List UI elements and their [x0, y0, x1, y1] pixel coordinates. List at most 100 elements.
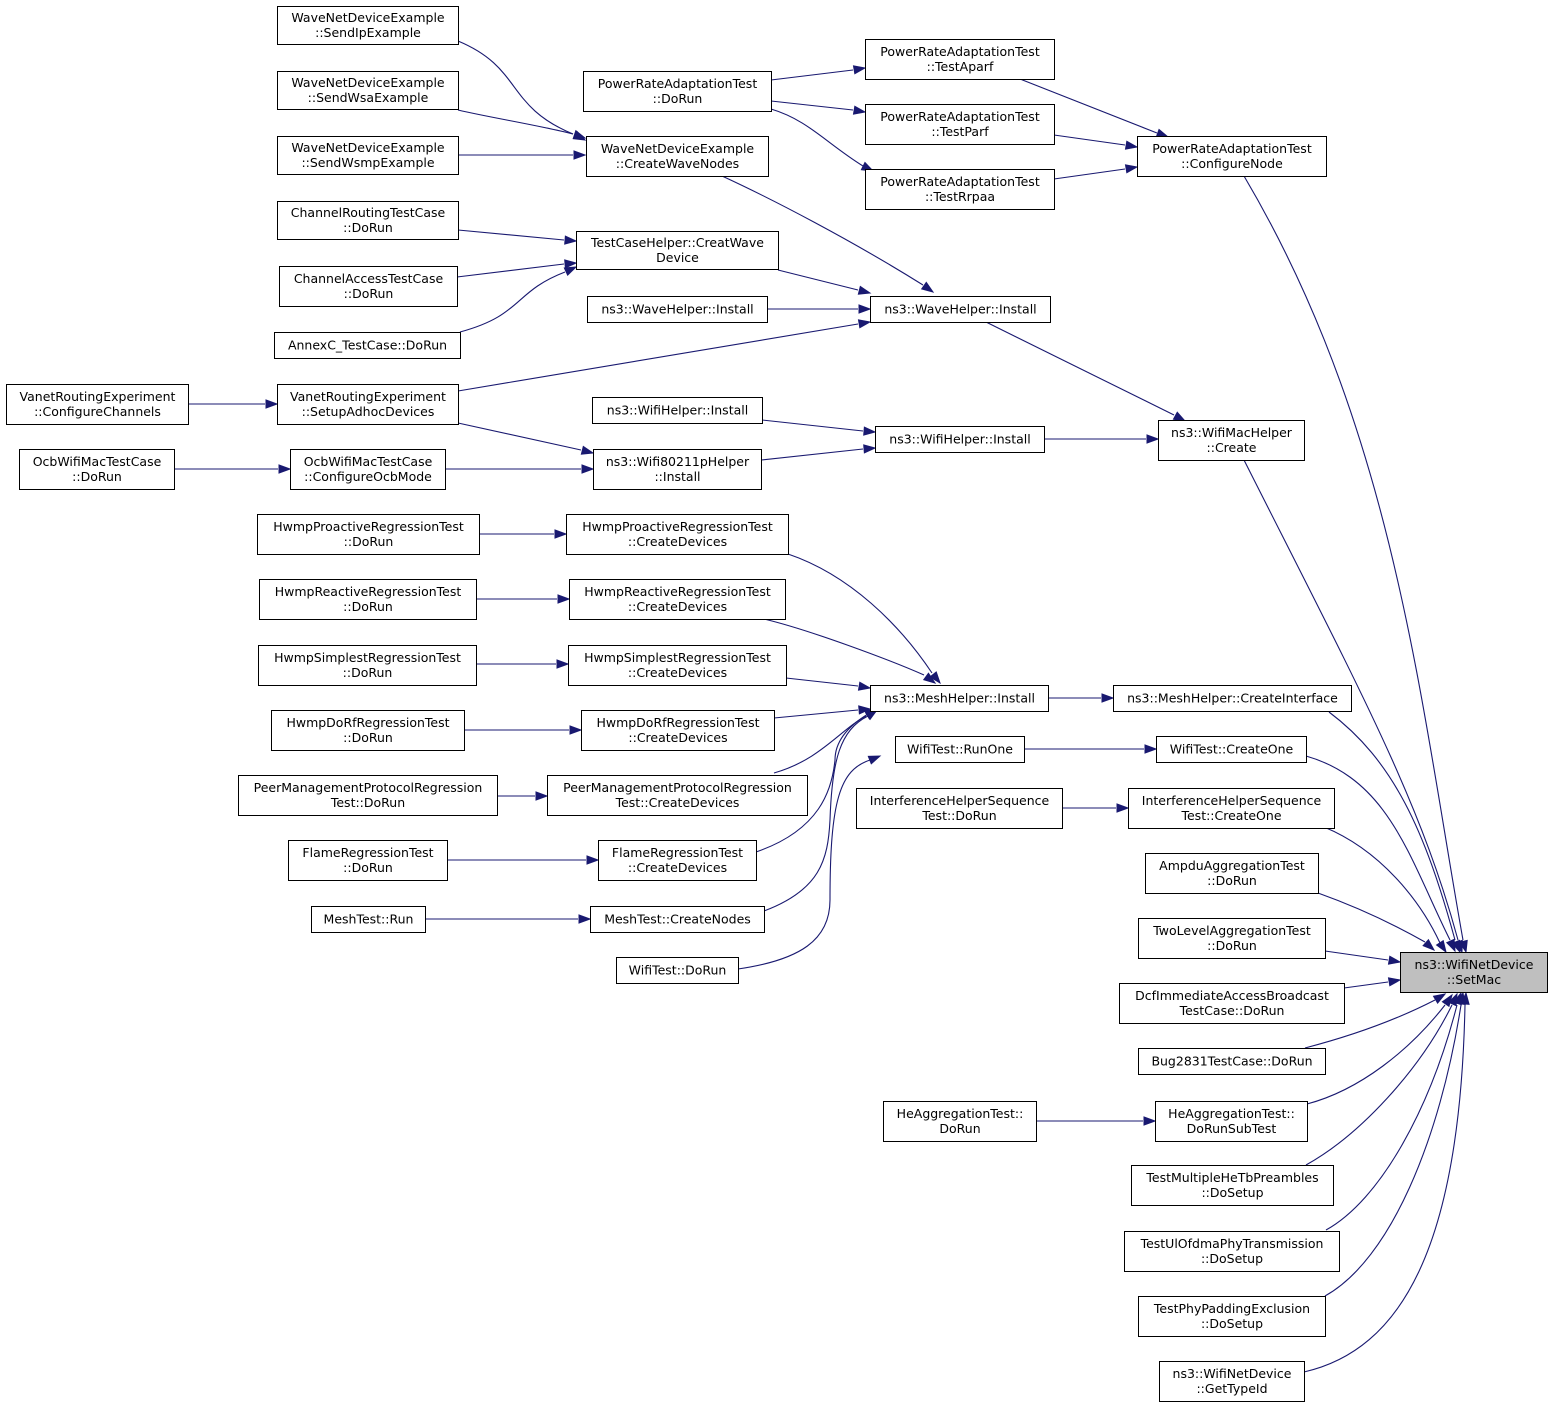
call-edge: [777, 269, 872, 295]
edge-line: [1328, 711, 1456, 941]
function-node[interactable]: PeerManagementProtocolRegressionTest::Do…: [238, 775, 498, 816]
function-node[interactable]: ChannelAccessTestCase::DoRun: [279, 266, 458, 307]
function-node[interactable]: TestUlOfdmaPhyTransmission::DoSetup: [1124, 1231, 1340, 1272]
function-node[interactable]: ns3::WaveHelper::Install: [870, 296, 1051, 323]
function-node[interactable]: HwmpSimplestRegressionTest::DoRun: [258, 645, 477, 686]
node-label: DoRunSubTest: [1187, 1121, 1277, 1136]
edge-line: [457, 323, 859, 392]
function-node[interactable]: ns3::MeshHelper::Install: [870, 685, 1049, 712]
node-label: ::DoSetup: [1201, 1185, 1263, 1200]
focus-function-node[interactable]: ns3::WifiNetDevice::SetMac: [1400, 952, 1548, 993]
function-node[interactable]: ns3::WifiHelper::Install: [592, 397, 763, 424]
call-edge: [770, 65, 867, 81]
function-node[interactable]: HwmpProactiveRegressionTest::CreateDevic…: [566, 514, 789, 555]
node-label: AnnexC_TestCase::DoRun: [288, 338, 447, 353]
call-edge: [476, 594, 571, 604]
function-node[interactable]: HwmpDoRfRegressionTest::CreateDevices: [581, 710, 775, 751]
function-node[interactable]: ns3::WaveHelper::Install: [587, 296, 768, 323]
function-node[interactable]: VanetRoutingExperiment::SetupAdhocDevice…: [277, 384, 459, 425]
node-box: [616, 957, 739, 984]
node-label: ns3::WifiNetDevice: [1415, 957, 1534, 972]
node-label: MeshTest::CreateNodes: [604, 912, 751, 927]
node-label: ::Install: [654, 469, 700, 484]
function-node[interactable]: HwmpReactiveRegressionTest::DoRun: [259, 579, 477, 620]
call-edges: [174, 40, 1470, 1373]
function-node[interactable]: FlameRegressionTest::DoRun: [288, 840, 448, 881]
function-node[interactable]: OcbWifiMacTestCase::DoRun: [19, 449, 175, 490]
function-node[interactable]: WifiTest::CreateOne: [1156, 736, 1307, 763]
function-node[interactable]: AmpduAggregationTest::DoRun: [1145, 853, 1319, 894]
function-node[interactable]: ChannelRoutingTestCase::DoRun: [277, 201, 459, 240]
function-node[interactable]: InterferenceHelperSequenceTest::CreateOn…: [1128, 788, 1335, 829]
call-edge: [1304, 993, 1447, 1049]
function-node[interactable]: ns3::WifiHelper::Install: [875, 426, 1045, 453]
function-node[interactable]: WaveNetDeviceExample::SendWsaExample: [277, 71, 459, 110]
function-node[interactable]: HwmpDoRfRegressionTest::DoRun: [271, 710, 465, 751]
function-node[interactable]: PeerManagementProtocolRegressionTest::Cr…: [547, 775, 808, 816]
call-edge: [767, 304, 872, 314]
function-node[interactable]: FlameRegressionTest::CreateDevices: [598, 840, 757, 881]
call-edge: [761, 419, 877, 436]
node-label: ::TestParf: [931, 124, 989, 139]
call-edge: [760, 444, 877, 461]
node-label: Test::DoRun: [330, 795, 405, 810]
function-node[interactable]: HeAggregationTest::DoRun: [883, 1101, 1037, 1142]
function-node[interactable]: TestPhyPaddingExclusion::DoSetup: [1138, 1296, 1326, 1337]
call-edge: [1048, 693, 1115, 703]
function-node[interactable]: TestMultipleHeTbPreambles::DoSetup: [1131, 1165, 1334, 1206]
node-box: [238, 775, 498, 816]
function-node[interactable]: PowerRateAdaptationTest::DoRun: [583, 71, 772, 112]
node-label: WaveNetDeviceExample: [291, 140, 445, 155]
node-label: HwmpSimplestRegressionTest: [274, 650, 461, 665]
function-node[interactable]: VanetRoutingExperiment::ConfigureChannel…: [6, 384, 189, 425]
node-box: [592, 397, 763, 424]
function-node[interactable]: HwmpReactiveRegressionTest::CreateDevice…: [569, 579, 786, 620]
call-edge: [1325, 991, 1462, 1231]
arrowhead-icon: [922, 672, 937, 684]
function-node[interactable]: ns3::WifiMacHelper::Create: [1158, 420, 1305, 461]
function-node[interactable]: WaveNetDeviceExample::SendWsmpExample: [277, 136, 459, 175]
call-edge: [737, 755, 882, 970]
function-node[interactable]: HwmpSimplestRegressionTest::CreateDevice…: [568, 645, 787, 686]
node-box: [1124, 1231, 1340, 1272]
function-node[interactable]: TwoLevelAggregationTest::DoRun: [1138, 918, 1326, 959]
function-node[interactable]: WaveNetDeviceExample::CreateWaveNodes: [586, 136, 769, 177]
function-node[interactable]: ns3::WifiNetDevice::GetTypeId: [1159, 1361, 1305, 1402]
call-edge: [174, 464, 292, 474]
function-node[interactable]: PowerRateAdaptationTest::TestParf: [865, 104, 1055, 145]
function-node[interactable]: HwmpProactiveRegressionTest::DoRun: [257, 514, 480, 555]
node-label: Test::DoRun: [921, 808, 996, 823]
call-edge: [497, 791, 549, 801]
function-node[interactable]: MeshTest::CreateNodes: [590, 906, 765, 933]
function-node[interactable]: WifiTest::DoRun: [616, 957, 739, 984]
function-node[interactable]: WifiTest::RunOne: [895, 736, 1025, 763]
node-label: ::DoRun: [344, 286, 394, 301]
arrowhead-icon: [857, 285, 872, 295]
function-node[interactable]: OcbWifiMacTestCase::ConfigureOcbMode: [290, 449, 446, 490]
function-node[interactable]: ns3::Wifi80211pHelper::Install: [593, 449, 762, 490]
node-label: ns3::Wifi80211pHelper: [606, 454, 750, 469]
node-box: [1138, 1296, 1326, 1337]
function-node[interactable]: PowerRateAdaptationTest::ConfigureNode: [1137, 136, 1327, 177]
function-node[interactable]: AnnexC_TestCase::DoRun: [274, 332, 461, 359]
function-node[interactable]: Bug2831TestCase::DoRun: [1138, 1048, 1326, 1075]
call-edge: [1243, 175, 1468, 954]
node-label: ::DoSetup: [1201, 1316, 1263, 1331]
node-label: VanetRoutingExperiment: [290, 389, 446, 404]
node-label: FlameRegressionTest: [612, 845, 743, 860]
function-node[interactable]: PowerRateAdaptationTest::TestAparf: [865, 39, 1055, 80]
function-node[interactable]: WaveNetDeviceExample::SendIpExample: [277, 6, 459, 45]
edge-line: [457, 40, 574, 135]
function-node[interactable]: MeshTest::Run: [311, 906, 426, 933]
node-label: ::SetupAdhocDevices: [302, 404, 435, 419]
node-label: ns3::WaveHelper::Install: [601, 302, 753, 317]
function-node[interactable]: HeAggregationTest::DoRunSubTest: [1155, 1101, 1308, 1142]
arrowhead-icon: [1445, 938, 1456, 953]
function-node[interactable]: DcfImmediateAccessBroadcastTestCase::DoR…: [1119, 983, 1345, 1024]
function-node[interactable]: ns3::MeshHelper::CreateInterface: [1113, 685, 1352, 712]
function-node[interactable]: PowerRateAdaptationTest::TestRrpaa: [865, 169, 1055, 210]
arrowhead-icon: [858, 705, 872, 715]
arrowhead-icon: [1116, 803, 1130, 813]
